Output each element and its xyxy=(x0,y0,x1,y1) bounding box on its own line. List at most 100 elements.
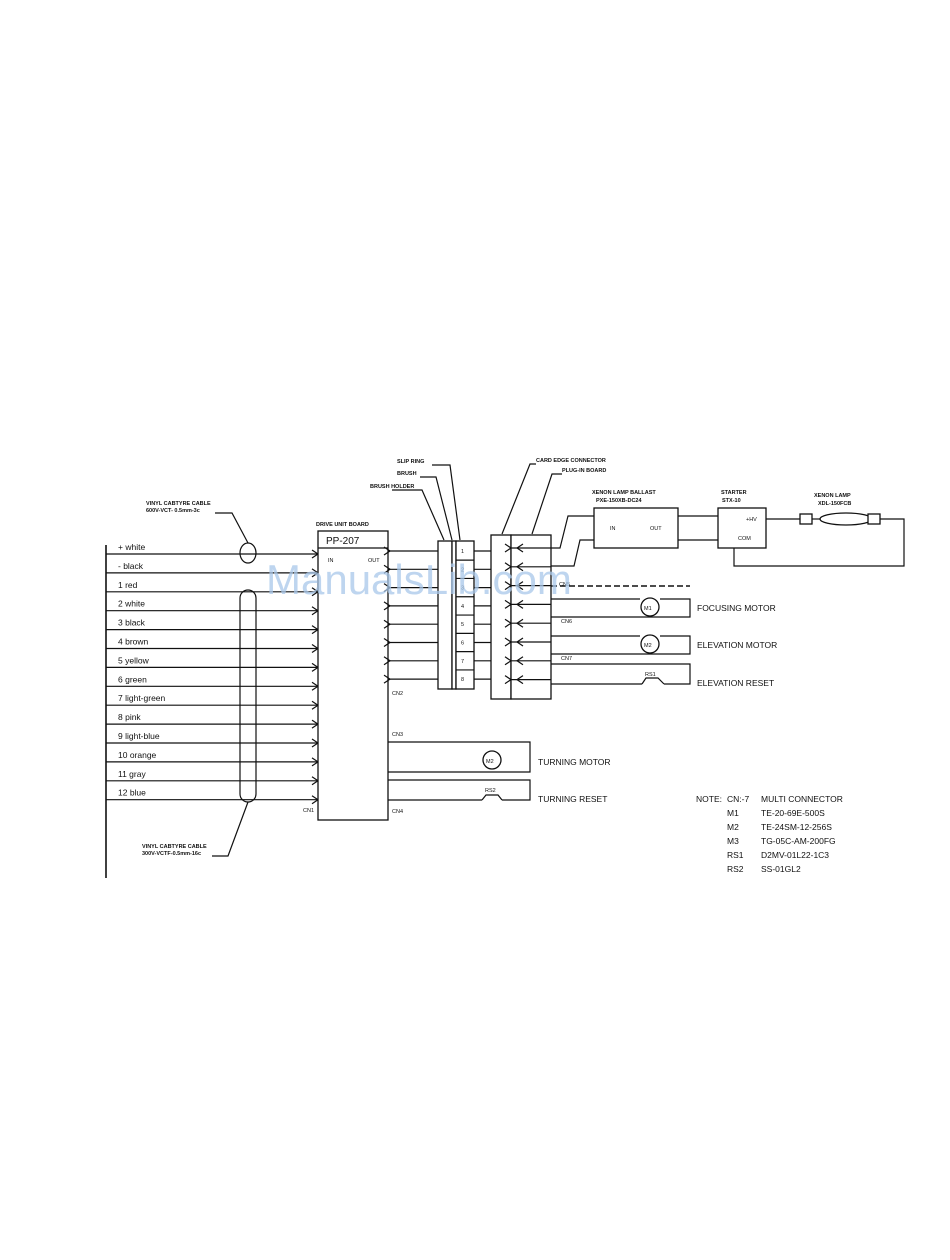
note-key: M3 xyxy=(727,836,739,846)
rs1-wire-a xyxy=(551,663,691,685)
rs2-wire-a xyxy=(388,779,531,801)
slip-ring-leader xyxy=(432,464,461,541)
connector-arrow xyxy=(383,546,392,556)
plug-in-board-leader xyxy=(531,473,562,535)
starter-box xyxy=(717,507,767,549)
connector-arrow xyxy=(383,638,392,647)
cable-top-leader xyxy=(215,512,249,544)
rs2-label: RS2 xyxy=(485,788,496,794)
m2-wire-b xyxy=(551,635,691,655)
ballast-in-plus-wire xyxy=(551,515,594,549)
lamp-cap-left xyxy=(799,513,813,525)
wire-label: 11 gray xyxy=(118,769,146,779)
wire-label: 1 red xyxy=(118,580,138,590)
note-value: TE-24SM-12-256S xyxy=(761,822,832,832)
m2-motor xyxy=(640,634,660,654)
note-key: RS2 xyxy=(727,864,744,874)
wire-label: 7 light-green xyxy=(118,693,166,703)
plug-in-board-label: PLUG-IN BOARD xyxy=(562,468,606,474)
wire-label: + white xyxy=(118,542,145,552)
note-value: SS-01GL2 xyxy=(761,864,801,874)
cn6-label: CN6 xyxy=(561,619,572,625)
cn2-label: CN2 xyxy=(392,691,403,697)
brush-holder-label: BRUSH HOLDER xyxy=(370,484,414,490)
note-value: TE-20-69E-500S xyxy=(761,808,825,818)
card-edge-label: CARD EDGE CONNECTOR xyxy=(536,458,606,464)
xenon-lamp xyxy=(819,512,873,526)
cn5-label: CN5 xyxy=(559,582,570,588)
rs2-switch xyxy=(481,794,503,801)
slip-ring-label: SLIP RING xyxy=(397,459,424,465)
note-label: NOTE: xyxy=(696,794,722,804)
wire-label: 9 light-blue xyxy=(118,731,160,741)
lamp-cap-right xyxy=(867,513,881,525)
plug-in-board xyxy=(510,534,552,700)
m3-loop xyxy=(388,741,531,773)
m1-wire-b xyxy=(551,598,691,618)
note-key: M2 xyxy=(727,822,739,832)
connector-arrow xyxy=(383,564,392,574)
connector-arrow xyxy=(383,601,392,611)
turning-motor-label: TURNING MOTOR xyxy=(538,757,611,767)
cable-bottom-leader xyxy=(212,801,249,857)
cn3-label: CN3 xyxy=(392,732,403,738)
turning-reset-label: TURNING RESET xyxy=(538,794,607,804)
cable-jacket-top xyxy=(239,542,257,564)
slip-ring-number: 1 xyxy=(461,549,464,555)
wire-label: 3 black xyxy=(118,618,146,628)
drive-board-name: PP-207 xyxy=(326,536,360,547)
drive-board-in: IN xyxy=(328,558,334,564)
cable-top-label-2: 600V-VCT- 0.5mm-3c xyxy=(146,508,200,514)
m3-label: M2 xyxy=(486,759,494,765)
card-edge-rows xyxy=(504,543,551,685)
wire-label: 4 brown xyxy=(118,637,149,647)
note-value: MULTI CONNECTOR xyxy=(761,794,843,804)
slip-ring-number: 5 xyxy=(461,622,464,628)
m2-label: M2 xyxy=(644,643,652,649)
drive-board-out: OUT xyxy=(368,558,380,564)
cable-bottom-label-2: 300V-VCTF-0.5mm-16c xyxy=(142,851,201,857)
rs1-label: RS1 xyxy=(645,672,656,678)
cable-top-label-1: VINYL CABTYRE CABLE xyxy=(146,501,211,507)
xenon-lamp-ballast xyxy=(593,507,679,549)
lamp-model: XDL-150FCB xyxy=(818,501,851,507)
connector-arrow xyxy=(383,656,392,666)
wire-label: 10 orange xyxy=(118,750,157,760)
brush-leader xyxy=(420,476,453,541)
note-value: D2MV-01L22-1C3 xyxy=(761,850,829,860)
slip-ring-number: 6 xyxy=(461,641,464,647)
connector-arrow xyxy=(383,619,392,629)
elevation-motor-label: ELEVATION MOTOR xyxy=(697,640,777,650)
cable-bottom-label-1: VINYL CABTYRE CABLE xyxy=(142,844,207,850)
slip-ring-number: 7 xyxy=(461,659,464,665)
m3-motor xyxy=(482,750,502,770)
connector-arrow xyxy=(383,674,392,684)
note-value: TG-05C-AM-200FG xyxy=(761,836,836,846)
elevation-reset-label: ELEVATION RESET xyxy=(697,678,774,688)
cable-jacket-bottom xyxy=(239,589,257,803)
ballast-in-minus-wire xyxy=(551,539,594,567)
wire-label: 5 yellow xyxy=(118,655,150,665)
cn4-label: CN4 xyxy=(392,809,403,815)
card-edge-leader xyxy=(501,463,536,535)
m1-motor xyxy=(640,597,660,617)
drive-unit-board xyxy=(317,530,389,821)
wire-label: 6 green xyxy=(118,674,147,684)
wire-label: 8 pink xyxy=(118,712,141,722)
drive-board-caption: DRIVE UNIT BOARD xyxy=(316,522,369,528)
watermark: ManualsLib.com xyxy=(266,556,572,603)
ballast-model: PXE-150XB-DC24 xyxy=(596,498,642,504)
starter-model: STX-10 xyxy=(722,498,741,504)
cn7-label: CN7 xyxy=(561,656,572,662)
slip-ring-number: 4 xyxy=(461,604,464,610)
lamp-title: XENON LAMP xyxy=(814,493,851,499)
connector-arrow xyxy=(383,583,392,593)
ballast-title: XENON LAMP BALLAST xyxy=(592,490,656,496)
starter-title: STARTER xyxy=(721,490,747,496)
slip-ring-number: 3 xyxy=(461,586,464,592)
wire-label: 12 blue xyxy=(118,788,146,798)
